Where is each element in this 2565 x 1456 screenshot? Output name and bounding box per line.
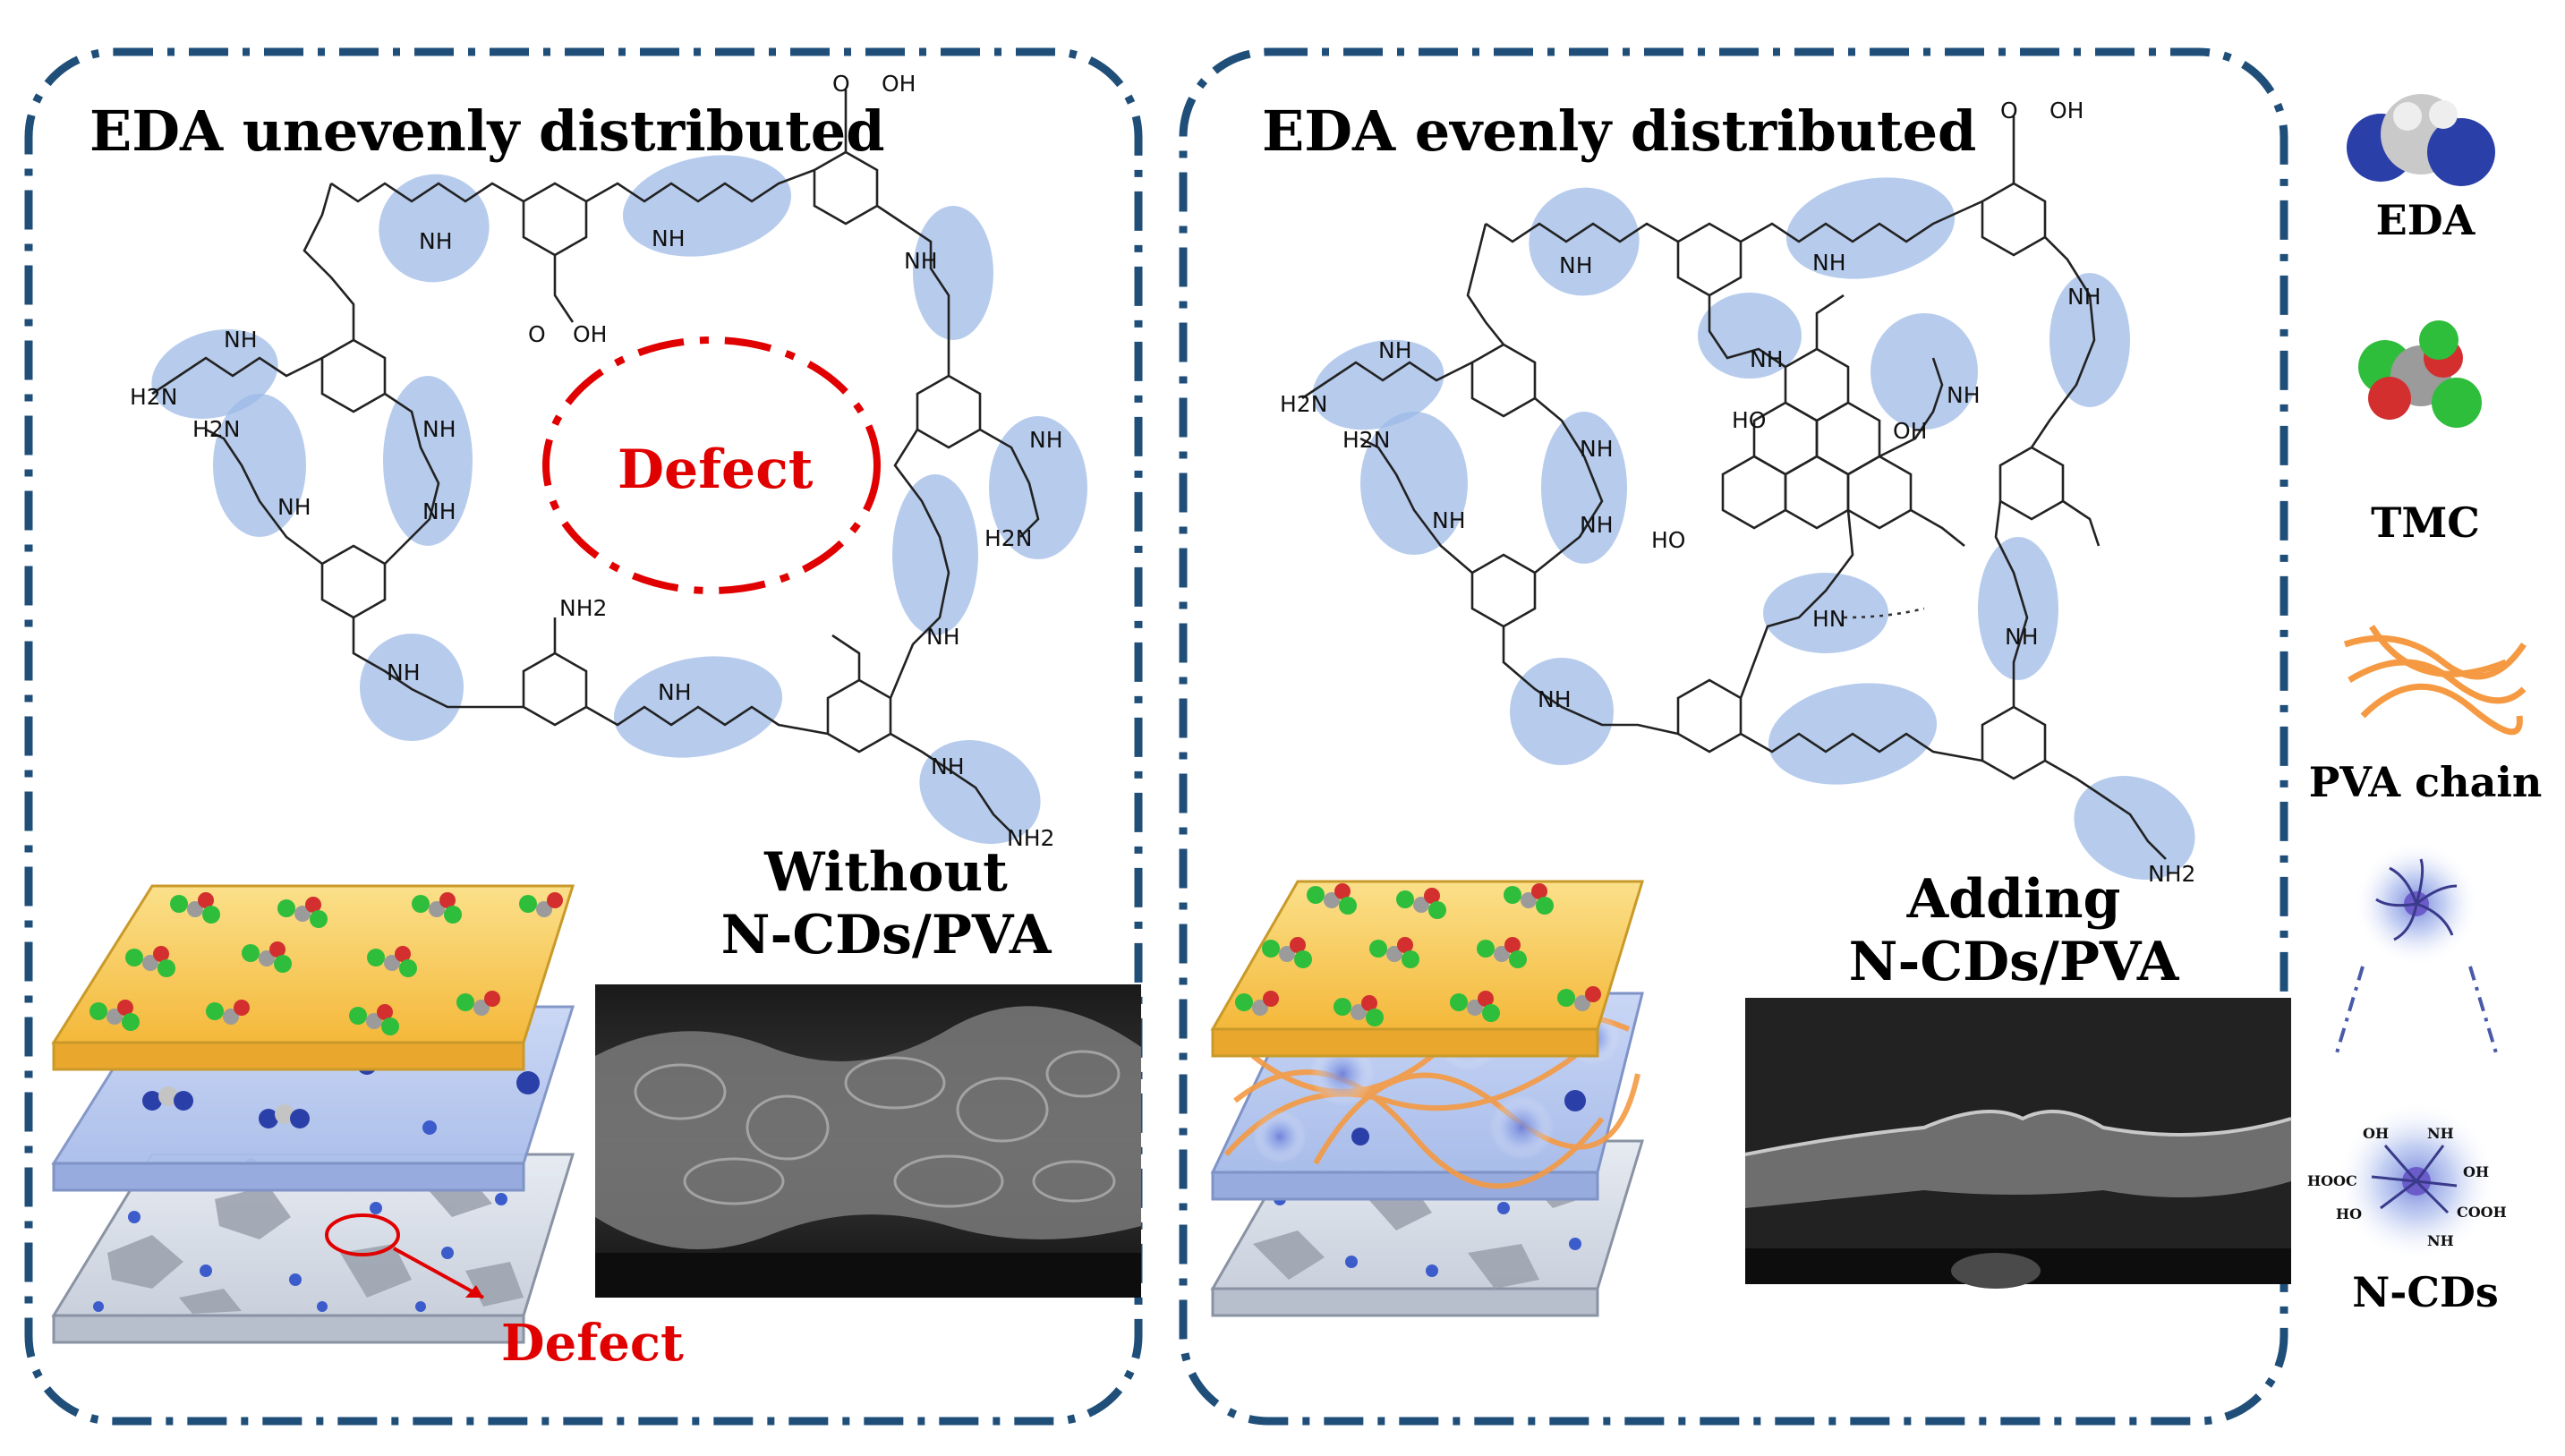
chem-label: OH xyxy=(1893,418,1927,444)
chem-label: NH xyxy=(926,624,960,650)
ncd-group-label: OH xyxy=(2363,1125,2389,1142)
legend-eda-label: EDA xyxy=(2376,196,2476,244)
chem-label: H2N xyxy=(1342,427,1390,453)
chem-label: HO xyxy=(1651,527,1685,553)
chem-label: NH xyxy=(419,228,453,254)
chem-label: NH2 xyxy=(559,595,607,621)
right-polyamide-network: O OH H2N H2N NH2 HO OH HO NH NH NH NH NH… xyxy=(1280,98,2195,887)
right-layer-stack xyxy=(1210,880,1645,1317)
right-caption-line2: N-CDs/PVA xyxy=(1849,931,2180,993)
chem-label: NH xyxy=(1580,436,1614,462)
chem-label: H2N xyxy=(130,384,177,410)
ncd-group-label: HOOC xyxy=(2307,1172,2357,1189)
chem-label: O xyxy=(832,71,850,97)
left-defect-label: Defect xyxy=(618,439,814,501)
chem-label: OH xyxy=(882,71,916,97)
chem-label: NH xyxy=(904,248,938,274)
chem-label: NH xyxy=(1432,507,1466,533)
chem-label: O xyxy=(2000,98,2018,123)
chem-label: H2N xyxy=(192,416,240,442)
right-chem-labels: O OH H2N H2N NH2 HO OH HO NH NH NH NH NH… xyxy=(1280,98,2195,887)
ncd-group-label: NH xyxy=(2427,1232,2454,1249)
left-defect-ring xyxy=(542,336,881,594)
chem-label: O xyxy=(528,321,546,347)
right-title: EDA evenly distributed xyxy=(1262,98,1976,164)
legend-ncds-label: N-CDs xyxy=(2352,1268,2499,1316)
right-caption-line1: Adding xyxy=(1906,868,2121,931)
left-polyamide-network: Defect O OH O OH H2N H2N H2N NH2 NH2 NH … xyxy=(130,71,1087,851)
chem-label: NH xyxy=(1029,427,1063,453)
legend: EDA TMC PVA chain xyxy=(2307,94,2542,1316)
right-sem-image xyxy=(1744,998,2292,1289)
chem-label: NH xyxy=(1378,337,1412,363)
left-caption-line1: Without xyxy=(763,841,1008,904)
chem-label: NH xyxy=(1580,512,1614,538)
left-sem-image xyxy=(595,984,1141,1298)
left-defect-zoom xyxy=(325,1213,400,1256)
chem-label: OH xyxy=(2049,98,2084,123)
left-layer-stack: Defect xyxy=(51,884,684,1373)
chem-label: NH xyxy=(422,416,456,442)
chem-label: NH xyxy=(658,679,692,705)
chem-label: NH xyxy=(277,494,311,520)
chem-label: NH2 xyxy=(1007,825,1054,851)
chem-label: NH xyxy=(1559,252,1593,278)
chem-label: NH xyxy=(224,327,258,353)
ncd-group-label: OH xyxy=(2463,1163,2489,1180)
right-bonds xyxy=(1301,116,2167,860)
left-title: EDA unevenly distributed xyxy=(89,98,885,164)
chem-label: NH xyxy=(931,754,965,779)
chem-label: HO xyxy=(1732,407,1766,433)
tmc-icon xyxy=(2358,320,2482,428)
ncd-group-label: HO xyxy=(2336,1205,2362,1222)
chem-label: H2N xyxy=(984,525,1032,551)
chem-label: NH xyxy=(387,660,421,685)
ncd-group-label: COOH xyxy=(2457,1204,2507,1221)
left-bottom-defect-label: Defect xyxy=(501,1314,684,1373)
chem-label: NH xyxy=(652,226,686,251)
right-panel-frame xyxy=(1179,47,2288,1426)
chem-label: NH xyxy=(1947,382,1981,408)
chem-label: NH xyxy=(1538,686,1572,712)
legend-tmc-label: TMC xyxy=(2371,498,2480,547)
chem-label: HN xyxy=(1812,606,1846,632)
ncds-icon: OH NH HOOC OH HO COOH NH xyxy=(2307,841,2507,1262)
chem-label: NH2 xyxy=(2148,861,2195,887)
left-bonds xyxy=(151,89,1040,833)
left-panel-frame xyxy=(24,47,1143,1426)
chem-label: NH xyxy=(422,498,456,524)
chem-label: OH xyxy=(573,321,607,347)
left-defect-arrow xyxy=(393,1247,484,1299)
chem-label: NH xyxy=(1750,346,1784,372)
chem-label: NH xyxy=(1812,250,1846,276)
left-caption-line2: N-CDs/PVA xyxy=(721,904,1052,966)
right-amine-highlights xyxy=(1312,177,2195,880)
chem-label: H2N xyxy=(1280,391,1327,417)
legend-pva-label: PVA chain xyxy=(2309,758,2543,806)
chem-label: NH xyxy=(2067,284,2101,310)
pva-icon xyxy=(2343,625,2527,736)
ncd-group-label: NH xyxy=(2427,1125,2454,1142)
left-chem-labels: O OH O OH H2N H2N H2N NH2 NH2 NH NH NH N… xyxy=(130,71,1063,851)
eda-icon xyxy=(2347,94,2495,186)
chem-label: NH xyxy=(2005,624,2039,650)
